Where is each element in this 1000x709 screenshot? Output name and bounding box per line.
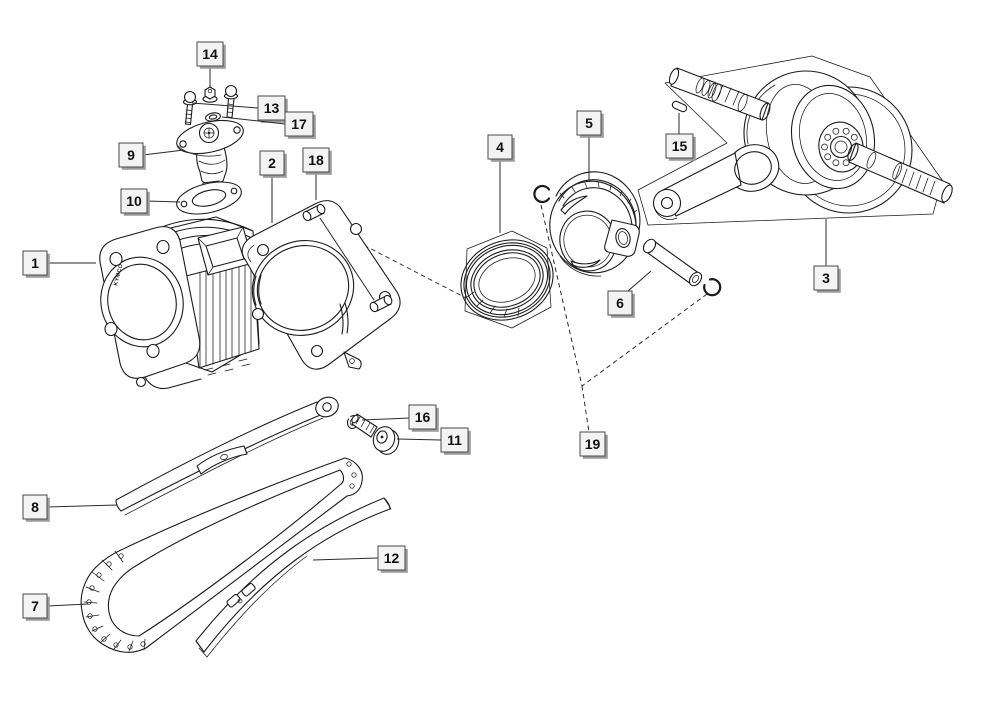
callout-3: 3 (813, 219, 841, 293)
piston-pin (642, 238, 703, 287)
callout-number: 10 (126, 193, 142, 209)
callout-box (487, 134, 513, 160)
guide-bolt (351, 413, 400, 455)
callout-leader-line (581, 293, 708, 387)
callout-number: 3 (822, 270, 830, 286)
chain-guide (115, 396, 339, 516)
callout-leader-line (361, 417, 410, 421)
callout-leader-line (191, 102, 259, 109)
callout-9: 9 (118, 142, 185, 170)
callout-12: 12 (312, 545, 408, 573)
callout-8: 8 (22, 494, 118, 522)
air-valve-fitting (176, 119, 244, 195)
callout-box (22, 593, 48, 619)
callout-number: 2 (268, 155, 276, 171)
crankshaft-assembly (637, 55, 953, 226)
callout-number: 5 (585, 115, 593, 131)
callout-number: 12 (384, 550, 400, 566)
woodruff-key (671, 100, 688, 113)
callout-19: 19 (540, 204, 708, 459)
callout-7: 7 (22, 593, 89, 621)
callout-box (22, 494, 48, 520)
callout-number: 7 (31, 598, 39, 614)
callout-17: 17 (221, 111, 316, 139)
callout-11: 11 (396, 427, 471, 455)
callout-box (576, 110, 602, 136)
callout-leader-line (146, 200, 181, 203)
chain-links (83, 461, 357, 652)
callout-box (440, 427, 469, 453)
callout-6: 6 (607, 270, 652, 318)
callout-number: 13 (264, 100, 280, 116)
callout-box (408, 404, 437, 430)
callout-4: 4 (487, 134, 515, 233)
callout-13: 13 (191, 95, 288, 123)
callout-box (813, 265, 839, 291)
callout-5: 5 (576, 110, 604, 182)
callout-number: 19 (585, 436, 601, 452)
tensioner-guide (195, 497, 392, 658)
sealing-washer (205, 112, 221, 122)
callout-leader-line (46, 504, 118, 508)
callout-leader-line (627, 270, 652, 292)
construction-lines (349, 237, 467, 299)
callout-number: 11 (447, 432, 462, 448)
connecting-rod (652, 144, 780, 220)
callout-box (284, 111, 314, 137)
construction-line (349, 237, 467, 299)
callout-number: 14 (202, 46, 218, 62)
callout-number: 15 (672, 138, 688, 154)
brand-marking: KYMCO (113, 263, 125, 287)
callout-leader-line (46, 603, 89, 607)
mounting-bolts (182, 84, 239, 126)
callout-leader-line (142, 149, 185, 156)
callout-box (118, 142, 144, 168)
callout-number: 8 (31, 499, 39, 515)
callout-number: 4 (496, 139, 504, 155)
callout-leader-line (319, 217, 375, 301)
callout-box (196, 41, 224, 67)
callout-number: 6 (616, 295, 624, 311)
head-gasket (241, 200, 401, 370)
callout-box (607, 290, 633, 316)
callout-number: 18 (308, 152, 324, 168)
callout-16: 16 (361, 404, 439, 432)
callout-box (665, 133, 694, 159)
callout-box (120, 188, 148, 214)
piston (549, 171, 641, 277)
cam-chain (80, 457, 363, 653)
flange-nut (202, 86, 218, 103)
callout-10: 10 (120, 188, 181, 216)
dowel-pins (302, 203, 393, 313)
callout-leader-line (540, 204, 583, 387)
callout-1: 1 (22, 250, 96, 278)
callout-box (259, 150, 285, 176)
cylinder: KYMCO (99, 216, 260, 390)
callout-leader-line (221, 116, 286, 125)
callout-leader-line (581, 385, 590, 433)
callout-number: 9 (127, 147, 135, 163)
callout-box (257, 95, 286, 121)
callout-2: 2 (259, 150, 287, 223)
callout-18: 18 (302, 147, 375, 301)
piston-pin-circlips (533, 184, 722, 297)
callout-leader-line (312, 557, 379, 561)
callout-box (22, 250, 48, 276)
callout-15: 15 (665, 113, 696, 161)
callout-box (579, 431, 606, 457)
callout-14: 14 (196, 41, 226, 88)
callout-box (302, 147, 330, 173)
callout-number: 17 (291, 116, 307, 132)
callout-number: 16 (415, 409, 431, 425)
piston-ring-set (460, 230, 554, 329)
callout-number: 1 (31, 255, 39, 271)
callout-leader-line (396, 438, 442, 441)
fitting-gasket (176, 181, 242, 215)
callout-box (377, 545, 406, 571)
